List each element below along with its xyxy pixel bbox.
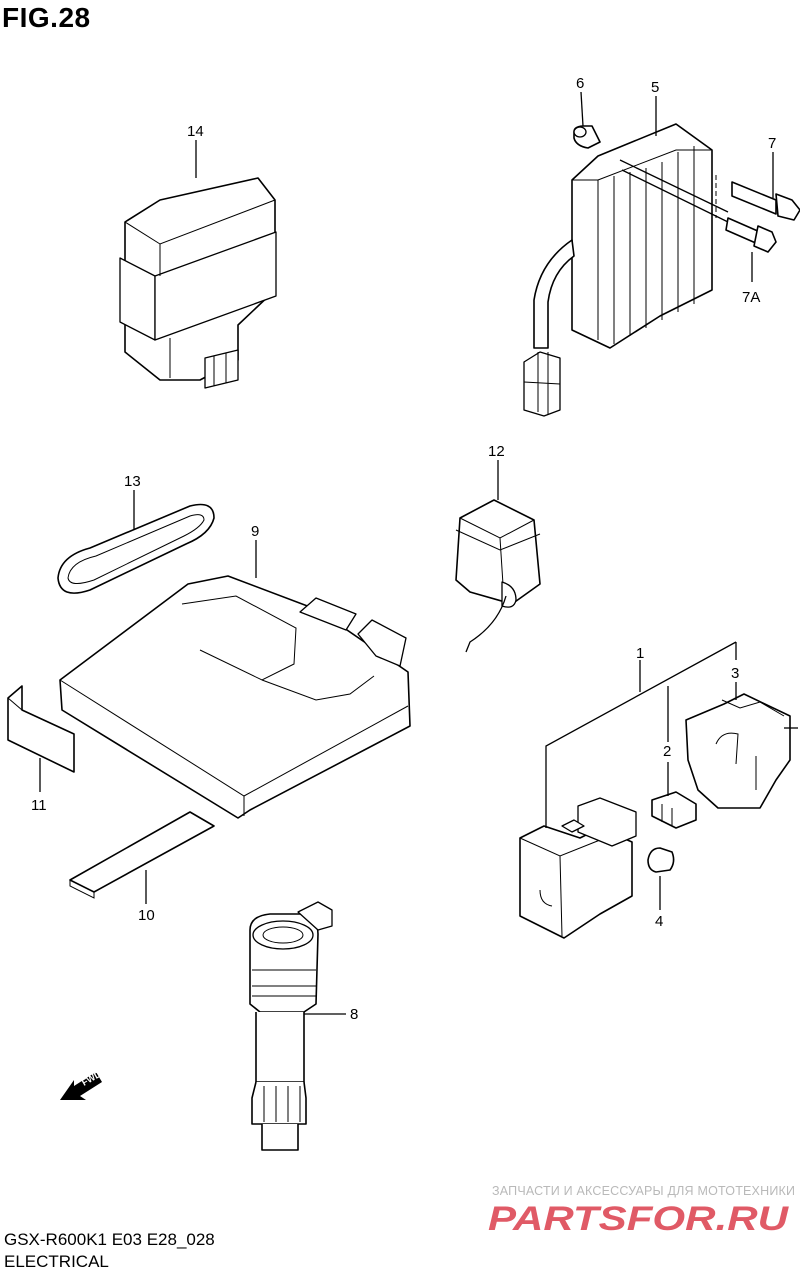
watermark-brand: PARTSFOR.RU [488, 1200, 790, 1236]
part-13-band [57, 503, 215, 594]
callout-12: 12 [488, 443, 505, 460]
part-10-pad [69, 811, 215, 899]
callout-7: 7 [768, 135, 776, 152]
part-6-spacer [573, 125, 601, 149]
callout-1: 1 [636, 645, 644, 662]
callout-labels: 14 6 5 7 7A 12 13 9 1 3 2 11 4 10 8 [31, 75, 776, 1023]
watermark-tagline: ЗАПЧАСТИ И АКСЕССУАРЫ ДЛЯ МОТОТЕХНИКИ [492, 1184, 796, 1198]
model-line: GSX-R600K1 E03 E28_028 [4, 1230, 215, 1249]
callout-13: 13 [124, 473, 141, 490]
callout-14: 14 [187, 123, 204, 140]
callout-2: 2 [663, 743, 671, 760]
callout-3: 3 [731, 665, 739, 682]
part-5-regulator [523, 123, 729, 417]
part-9-ecm [59, 575, 411, 819]
part-11-pad [7, 685, 75, 773]
part-3-cover [685, 693, 798, 809]
part-7a-bolt [725, 217, 777, 253]
callout-5: 5 [651, 79, 659, 96]
part-2-fuse [651, 791, 697, 829]
part-7-bolt [731, 181, 800, 221]
part-8-coil [249, 901, 333, 1151]
watermark-logo: PARTSFOR.RU [488, 1200, 790, 1236]
callout-9: 9 [251, 523, 259, 540]
fwd-arrow-icon: FWD [60, 1069, 103, 1100]
callout-11: 11 [31, 797, 47, 814]
callout-4: 4 [655, 913, 663, 930]
leader-lines [39, 91, 774, 1015]
callout-8: 8 [350, 1006, 358, 1023]
part-1-fusebox [519, 797, 637, 939]
part-12-relay [455, 499, 541, 653]
callout-6: 6 [576, 75, 584, 92]
callout-10: 10 [138, 907, 155, 924]
part-4-bolt [647, 847, 675, 873]
figure-title: FIG.28 [2, 2, 91, 33]
section-name: ELECTRICAL [4, 1252, 109, 1271]
part-14-unit [119, 177, 277, 389]
callout-7a: 7A [742, 289, 760, 306]
